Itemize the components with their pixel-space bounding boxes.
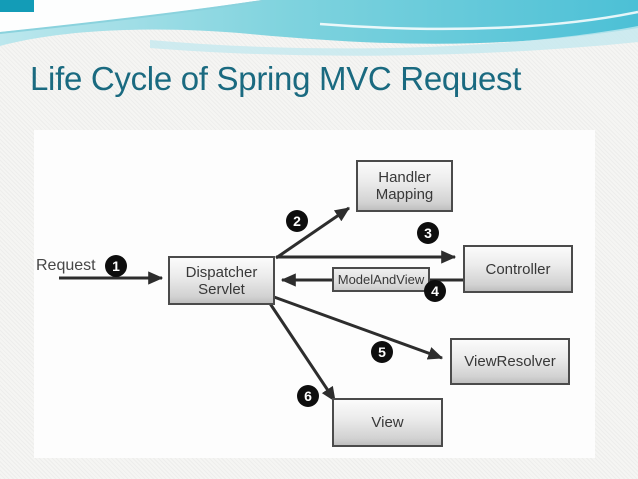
node-handler-mapping-line2: Mapping xyxy=(375,186,434,203)
node-controller-label: Controller xyxy=(485,260,551,278)
header-wave-graphic xyxy=(0,0,638,56)
node-dispatcher-servlet-line2: Servlet xyxy=(198,280,245,298)
diagram-panel: Request Dispatcher Servlet Handler Mappi… xyxy=(34,130,595,458)
node-dispatcher-servlet: Dispatcher Servlet xyxy=(168,256,275,305)
node-view-resolver-label: ViewResolver xyxy=(464,353,556,370)
step-badge-4: 4 xyxy=(424,280,446,302)
node-view: View xyxy=(332,398,443,447)
step-badge-3: 3 xyxy=(417,222,439,244)
node-model-and-view: ModelAndView xyxy=(332,267,430,292)
node-view-resolver: ViewResolver xyxy=(450,338,570,385)
node-model-and-view-label: ModelAndView xyxy=(337,272,425,287)
arrow-step-6 xyxy=(267,301,337,402)
step-badge-2: 2 xyxy=(286,210,308,232)
node-handler-mapping: Handler Mapping xyxy=(356,160,453,212)
node-view-label: View xyxy=(371,414,404,431)
header-wave-banner xyxy=(0,0,638,62)
arrow-step-2 xyxy=(275,206,350,260)
flow-arrows xyxy=(59,206,463,402)
step-badge-5: 5 xyxy=(371,341,393,363)
arrow-step-5 xyxy=(273,295,444,360)
header-corner-block xyxy=(0,0,34,12)
node-handler-mapping-line1: Handler xyxy=(378,169,431,186)
node-dispatcher-servlet-line1: Dispatcher xyxy=(185,263,258,281)
step-badge-6: 6 xyxy=(297,385,319,407)
step-badge-1: 1 xyxy=(105,255,127,277)
node-controller: Controller xyxy=(463,245,573,293)
page-title: Life Cycle of Spring MVC Request xyxy=(30,60,522,97)
request-label: Request xyxy=(36,257,96,274)
